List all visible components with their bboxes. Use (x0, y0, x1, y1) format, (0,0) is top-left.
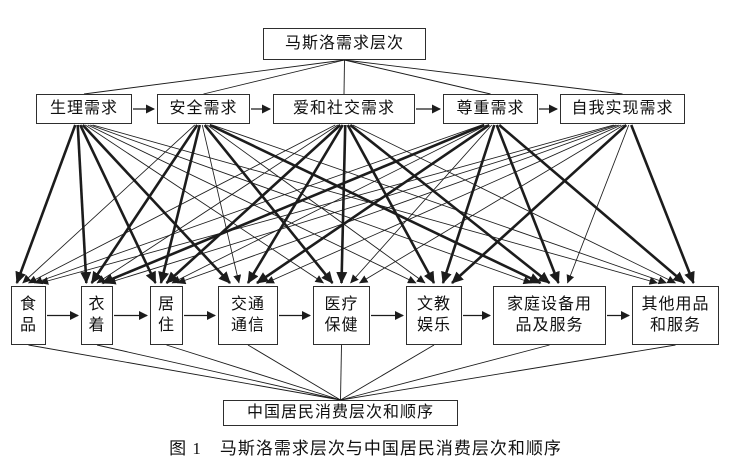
connector-line (203, 124, 334, 284)
connector-line (81, 124, 231, 284)
connector-line (166, 344, 341, 401)
connector-line (96, 124, 338, 284)
connector-line (451, 124, 628, 284)
connector-line (76, 124, 92, 284)
connector-line (265, 124, 622, 284)
connector-line (39, 124, 614, 285)
connector-line (344, 59, 491, 95)
connector-line (340, 344, 342, 401)
maslow-hierarchy-box: 马斯洛需求层次 (263, 28, 426, 60)
connector-line (28, 344, 341, 401)
connector-line (83, 59, 345, 95)
connector-line (107, 124, 617, 285)
connector-line (566, 124, 630, 284)
connector-line (352, 124, 676, 284)
connector-line (207, 124, 426, 284)
figure-caption: 图 1 马斯洛需求层次与中国居民消费层次和顺序 (169, 439, 562, 458)
connector-line (101, 123, 485, 285)
need-safety: 安全需求 (157, 94, 250, 124)
connector-line (344, 59, 623, 95)
connector-line (630, 124, 695, 284)
connector-line (201, 124, 242, 284)
connector-line (96, 344, 341, 401)
cat-other-goods-services: 其他用品 和服务 (632, 286, 719, 345)
connector-line (340, 344, 435, 401)
connector-line (85, 124, 324, 284)
connector-line (165, 124, 342, 284)
need-esteem: 尊重需求 (443, 94, 538, 124)
connector-line (343, 59, 345, 95)
connector-line (350, 124, 493, 284)
connector-line (33, 124, 482, 285)
connector-line (247, 344, 341, 401)
connector-line (177, 124, 619, 285)
cat-transport-communication: 交通 通信 (218, 286, 278, 345)
connector-line (495, 124, 560, 284)
need-physiological: 生理需求 (36, 94, 132, 124)
china-consumption-box: 中国居民消费层次和顺序 (223, 400, 458, 426)
connector-line (256, 123, 490, 285)
need-love-social: 爱和社交需求 (273, 94, 415, 124)
need-self-actualization: 自我实现需求 (560, 94, 685, 124)
connector-line (79, 124, 157, 284)
connector-line (340, 344, 676, 401)
cat-food: 食 品 (11, 286, 46, 345)
connector-line (90, 124, 532, 285)
cat-medical-health: 医疗 保健 (313, 286, 370, 345)
cat-household-equipment-services: 家庭设备用 品及服务 (493, 286, 606, 345)
connector-line (22, 124, 196, 284)
connector-line (171, 124, 487, 284)
connector-line (28, 124, 336, 284)
cat-housing: 居 住 (150, 286, 183, 345)
connector-line (336, 124, 348, 284)
connector-line (212, 124, 667, 285)
connector-line (346, 124, 436, 284)
connector-line (15, 124, 77, 284)
cat-clothing: 衣 着 (81, 286, 113, 345)
connector-line (441, 124, 496, 284)
connector-line (359, 124, 624, 284)
connector-line (340, 344, 550, 401)
connector-line (349, 123, 551, 285)
cat-culture-entertainment: 文教 娱乐 (406, 286, 462, 345)
connector-line (203, 59, 345, 95)
